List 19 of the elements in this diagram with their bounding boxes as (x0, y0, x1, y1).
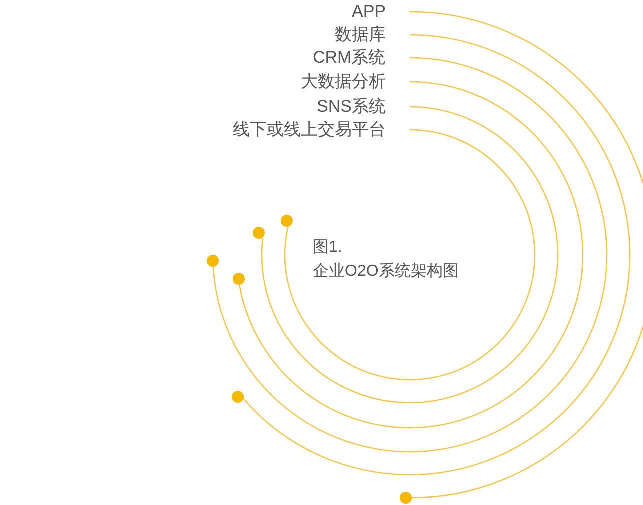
arc-connector (410, 11, 643, 499)
label-text: 数据库 (335, 25, 410, 45)
dot-marker (232, 391, 244, 403)
arc-connector (243, 34, 630, 476)
label-text: 线下或线上交易平台 (233, 120, 410, 140)
dot-marker (207, 255, 219, 267)
arc-connector (284, 129, 536, 381)
arc-connector (238, 81, 584, 428)
dot-marker (281, 215, 293, 227)
dot-marker (253, 227, 265, 239)
label-text: 大数据分析 (301, 72, 410, 92)
arc-connector (212, 57, 608, 452)
figure-caption: 图1. 企业O2O系统架构图 (313, 238, 459, 282)
dot-marker (400, 492, 412, 504)
arc-connector (261, 106, 558, 404)
label-text: SNS系统 (317, 97, 410, 117)
label-text: CRM系统 (313, 48, 410, 68)
label-text: APP (352, 2, 410, 22)
dot-marker (233, 273, 245, 285)
